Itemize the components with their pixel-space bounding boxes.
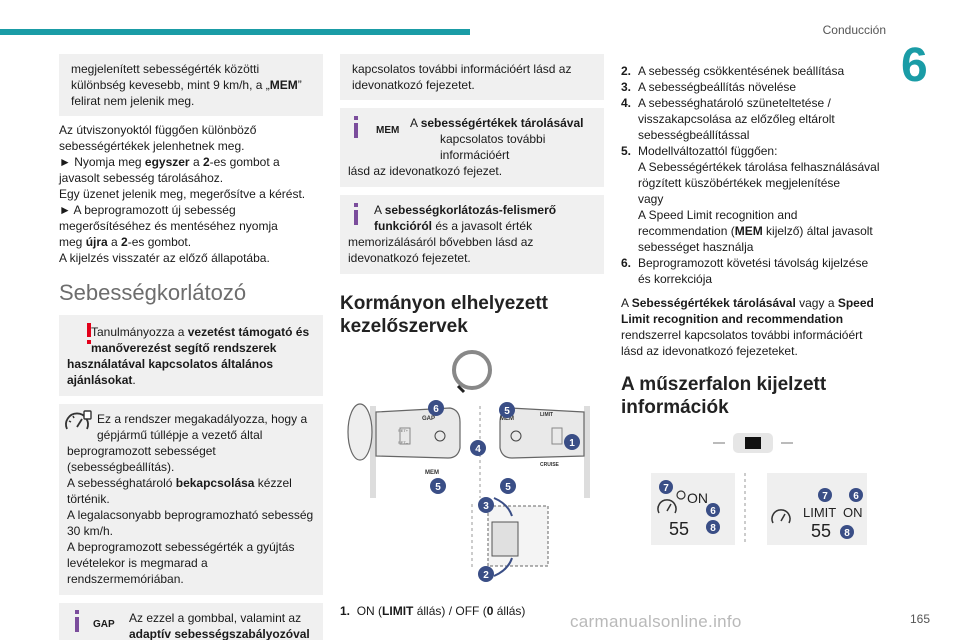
- info-icon: [75, 610, 79, 632]
- svg-text:GAP: GAP: [422, 416, 435, 422]
- badge-4: 4: [470, 440, 486, 456]
- warning-icon: [87, 323, 91, 344]
- badge-6-left: 6: [428, 400, 444, 416]
- column-1: megjelenített sebességérték közötti külö…: [59, 54, 323, 640]
- svg-text:1: 1: [569, 438, 575, 449]
- svg-text:LIMIT: LIMIT: [540, 412, 553, 418]
- svg-text:3: 3: [483, 501, 489, 512]
- svg-text:2: 2: [483, 570, 489, 581]
- svg-text:CRUISE: CRUISE: [540, 462, 560, 468]
- column-3: 2.A sebesség csökkentésének beállítása 3…: [621, 63, 885, 555]
- svg-text:6: 6: [710, 506, 716, 517]
- section-heading: Sebességkorlátozó: [59, 280, 247, 305]
- cluster-icon: [713, 433, 793, 453]
- list-item: 6. Beprogramozott követési távolság kije…: [621, 256, 869, 286]
- badge-6-left-display: 6: [706, 503, 720, 517]
- svg-text:55: 55: [669, 519, 689, 539]
- controls-heading: Kormányon elhelyezett kezelőszervek: [340, 293, 548, 337]
- badge-5-left: 5: [430, 478, 446, 494]
- speedometer-icon: [65, 410, 92, 430]
- svg-text:6: 6: [853, 491, 859, 502]
- svg-text:ON: ON: [843, 505, 863, 520]
- list-item: 2.A sebesség csökkentésének beállítása: [621, 64, 845, 78]
- gap-info-note: GAP Az ezzel a gombbal, valamint az adap…: [59, 603, 323, 640]
- gap-label: GAP: [93, 619, 115, 630]
- badge-7-right: 7: [818, 488, 832, 502]
- svg-text:5: 5: [435, 482, 441, 493]
- left-stalk-illustration: GAP MEM SET+ SET–: [347, 403, 461, 498]
- svg-text:MEM: MEM: [500, 416, 514, 422]
- badge-5-right: 5: [499, 402, 515, 418]
- column-2: kapcsolatos további információért lásd a…: [340, 54, 604, 619]
- page-number: 165: [910, 612, 931, 626]
- display-heading: A műszerfalon kijelzett információk: [621, 374, 827, 418]
- instrument-display-diagram: ON 55 LIMIT ON 55 7 6 8 7 6 8: [651, 433, 867, 545]
- svg-text:LIMIT: LIMIT: [803, 505, 836, 520]
- paragraph: Az útviszonyoktól függően különböző sebe…: [59, 123, 306, 265]
- list-item-1: 1. ON (LIMIT állás) / OFF (0 állás): [340, 604, 526, 618]
- continued-note-box: megjelenített sebességérték közötti külö…: [59, 54, 323, 116]
- watermark: carmanualsonline.info: [570, 612, 742, 631]
- svg-text:8: 8: [844, 528, 850, 539]
- svg-text:MEM: MEM: [425, 470, 439, 476]
- header-rule: [0, 29, 470, 35]
- speedometer-note: Ez a rendszer megakadályozza, hogy a gép…: [59, 404, 323, 595]
- list-item: 5. Modellváltozattól függően: A Sebesség…: [621, 144, 880, 254]
- reference-paragraph: A Sebességértékek tárolásával vagy a Spe…: [621, 296, 874, 358]
- svg-text:SET–: SET–: [398, 440, 409, 445]
- badge-3: 3: [478, 497, 494, 513]
- badge-6-right: 6: [849, 488, 863, 502]
- chapter-number: 6: [901, 39, 928, 92]
- info-icon: [354, 116, 358, 138]
- steering-wheel-icon: [452, 350, 492, 394]
- warning-note: Tanulmányozza a vezetést támogató és man…: [59, 315, 323, 396]
- numbered-list: 2.A sebesség csökkentésének beállítása 3…: [621, 63, 885, 287]
- svg-text:5: 5: [505, 482, 511, 493]
- svg-text:ON: ON: [687, 490, 708, 506]
- badge-1: 1: [564, 434, 580, 450]
- mem-info-note: MEM A sebességértékek tárolásával kapcso…: [340, 108, 604, 187]
- list-item: 4.A sebességhatároló szüneteltetése /vis…: [621, 96, 835, 142]
- badge-5-lower: 5: [500, 478, 516, 494]
- badge-8-left: 8: [706, 520, 720, 534]
- svg-text:7: 7: [822, 491, 828, 502]
- svg-text:7: 7: [663, 483, 669, 494]
- list-item: 3.A sebességbeállítás növelése: [621, 80, 797, 94]
- badge-7-left: 7: [659, 480, 673, 494]
- svg-text:SET+: SET+: [398, 428, 409, 433]
- section-title: Conducción: [822, 23, 886, 37]
- svg-text:55: 55: [811, 521, 831, 541]
- steering-controls-diagram: GAP MEM SET+ SET– MEM LIMIT CRUISE 6: [347, 350, 590, 582]
- svg-text:8: 8: [710, 523, 716, 534]
- stalk-side-detail: [471, 497, 549, 577]
- svg-text:5: 5: [504, 406, 510, 417]
- svg-text:4: 4: [475, 444, 481, 455]
- continued-info-box: kapcsolatos további információért lásd a…: [340, 54, 604, 100]
- info-icon: [354, 203, 358, 225]
- recognition-info-note: A sebességkorlátozás-felismerő funkcióró…: [340, 195, 604, 274]
- badge-2: 2: [478, 566, 494, 582]
- svg-text:6: 6: [433, 404, 439, 415]
- badge-8-right: 8: [840, 525, 854, 539]
- mem-label: MEM: [376, 125, 400, 136]
